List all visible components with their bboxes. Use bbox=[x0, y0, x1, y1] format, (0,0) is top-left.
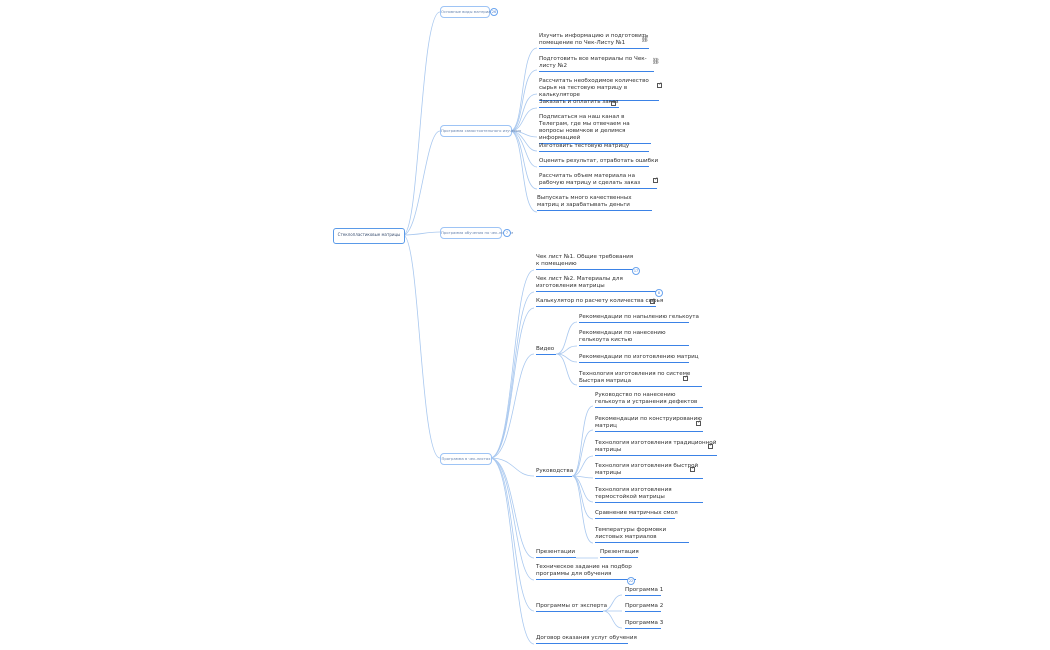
program-3[interactable]: Программа 3 bbox=[625, 620, 663, 629]
checklist-item-8[interactable]: Рассчитать объем материала на рабочую ма… bbox=[539, 173, 657, 189]
checklist-item-1[interactable]: Изучить информацию и подготовить помещен… bbox=[539, 33, 649, 49]
external-link-icon[interactable] bbox=[611, 99, 617, 107]
guide-item-6[interactable]: Сравнение матричных смол bbox=[595, 510, 678, 519]
checklist-item-7[interactable]: Оценить результат, отработать ошибки bbox=[539, 158, 658, 167]
guide-item-2[interactable]: Рекомендации по конструированию матриц bbox=[595, 416, 703, 432]
external-link-icon[interactable] bbox=[708, 442, 714, 450]
checklist-2-badge: 8 bbox=[655, 289, 663, 297]
presentation-item[interactable]: Презентация bbox=[600, 549, 639, 558]
external-link-icon[interactable] bbox=[653, 176, 659, 184]
branch-checklist-badge: 7 bbox=[503, 229, 511, 237]
video-node[interactable]: Видео bbox=[536, 346, 556, 355]
checklist-2-node[interactable]: Чек лист №2. Материалы для изготовления … bbox=[536, 276, 658, 292]
calculator-node[interactable]: Калькулятор по расчету количества сырья bbox=[536, 298, 663, 307]
guide-item-4[interactable]: Технология изготовления быстрой матрицы bbox=[595, 463, 703, 479]
checklist-item-4[interactable]: Заказать и оплатить заказ bbox=[539, 99, 619, 108]
expert-programs-node[interactable]: Программы от эксперта bbox=[536, 603, 607, 612]
branch-in-checklists[interactable]: Программа в чек-листах bbox=[440, 453, 492, 465]
external-link-icon[interactable] bbox=[657, 81, 663, 89]
presentations-node[interactable]: Презентации bbox=[536, 549, 576, 558]
program-2[interactable]: Программа 2 bbox=[625, 603, 663, 612]
guide-item-3[interactable]: Технология изготовления традиционной мат… bbox=[595, 440, 717, 456]
external-link-icon[interactable] bbox=[690, 465, 696, 473]
link-icon[interactable]: ⛓ bbox=[641, 36, 649, 43]
checklist-item-6[interactable]: Изготовить тестовую матрицу bbox=[539, 143, 649, 152]
branch-self-study[interactable]: Программа самостоятельного изучения bbox=[440, 125, 521, 137]
branch-checklist-program[interactable]: Программа обучения по чек-листам bbox=[440, 227, 513, 239]
spec-badge: 22 bbox=[627, 577, 635, 585]
checklist-item-3[interactable]: Рассчитать необходимое количество сырья … bbox=[539, 78, 659, 101]
external-link-icon[interactable] bbox=[683, 374, 689, 382]
link-icon[interactable]: ⛓ bbox=[652, 58, 660, 65]
guide-item-1[interactable]: Руководство по нанесению гелькоута и уст… bbox=[595, 392, 703, 408]
root-node[interactable]: Стеклопластиковые матрицы bbox=[333, 228, 405, 244]
external-link-icon[interactable] bbox=[650, 297, 656, 305]
checklist-1-badge: 17 bbox=[632, 267, 640, 275]
checklist-1-node[interactable]: Чек лист №1. Общие требования к помещени… bbox=[536, 254, 636, 270]
external-link-icon[interactable] bbox=[696, 419, 702, 427]
video-item-4[interactable]: Технология изготовления по системе Быстр… bbox=[579, 371, 702, 387]
branch-materials-badge: 26 bbox=[490, 8, 498, 16]
guides-node[interactable]: Руководства bbox=[536, 468, 573, 477]
video-item-1[interactable]: Рекомендации по напылению гелькоута bbox=[579, 314, 699, 323]
video-item-2[interactable]: Рекомендации по нанесению гелькоута кист… bbox=[579, 330, 689, 346]
guide-item-5[interactable]: Технология изготовления термостойкой мат… bbox=[595, 487, 703, 503]
checklist-item-5[interactable]: Подписаться на наш канал в Телеграм, где… bbox=[539, 114, 651, 144]
contract-node[interactable]: Договор оказания услуг обучения bbox=[536, 635, 637, 644]
program-1[interactable]: Программа 1 bbox=[625, 587, 663, 596]
video-item-3[interactable]: Рекомендации по изготовлению матриц bbox=[579, 354, 699, 363]
guide-item-7[interactable]: Температуры формовки листовых матриалов bbox=[595, 527, 689, 543]
spec-node[interactable]: Техническое задание на подбор программы … bbox=[536, 564, 636, 580]
branch-materials[interactable]: Основные виды материалов bbox=[440, 6, 498, 18]
checklist-item-2[interactable]: Подготовить все материалы по Чек-листу №… bbox=[539, 56, 654, 72]
checklist-item-9[interactable]: Выпускать много качественных матриц и за… bbox=[537, 195, 652, 211]
